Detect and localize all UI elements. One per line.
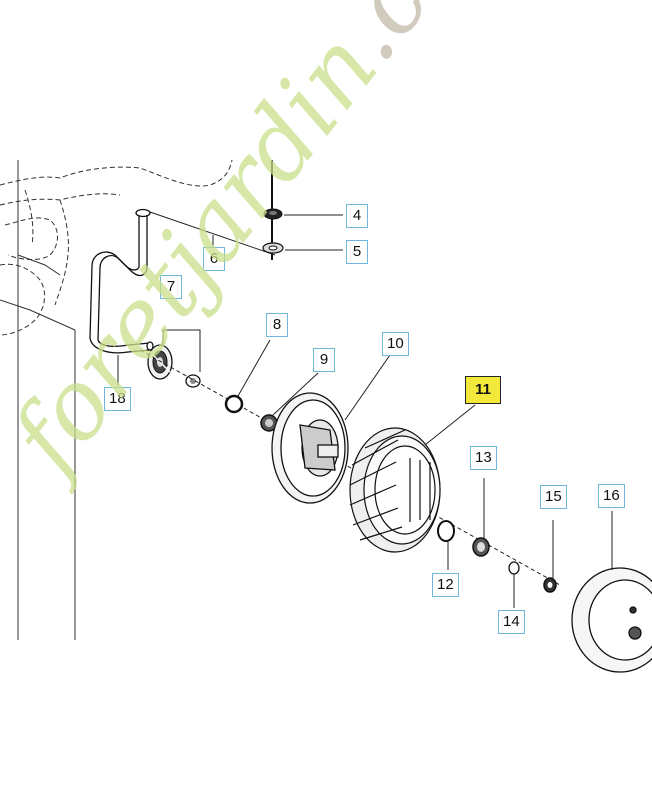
part-7-leader <box>162 329 201 372</box>
part-14-washer <box>508 561 520 575</box>
callout-part-12[interactable]: 12 <box>432 573 459 597</box>
callout-part-9[interactable]: 9 <box>313 348 335 372</box>
bushing <box>185 374 201 388</box>
part-15-clip <box>543 577 557 593</box>
callout-part-15[interactable]: 15 <box>540 485 567 509</box>
part-11-tire <box>349 427 441 553</box>
mower-body-outline <box>0 159 233 336</box>
callout-part-7[interactable]: 7 <box>160 275 182 299</box>
part-8-washer <box>224 394 244 414</box>
callout-part-18[interactable]: 18 <box>104 387 131 411</box>
callout-part-13[interactable]: 13 <box>470 446 497 470</box>
callout-part-8[interactable]: 8 <box>266 313 288 337</box>
callout-part-5[interactable]: 5 <box>346 240 368 264</box>
callout-part-10[interactable]: 10 <box>382 332 409 356</box>
part-18-bent-axle <box>89 208 154 354</box>
callout-part-4[interactable]: 4 <box>346 204 368 228</box>
part-13-bearing <box>472 537 490 557</box>
part-9-bearing <box>260 414 278 432</box>
part-12-ring <box>437 520 455 542</box>
part-10-hub-plate <box>271 392 349 504</box>
part-5-washer <box>262 242 284 254</box>
part-16-hubcap <box>571 567 652 673</box>
callout-part-11[interactable]: 11 <box>465 376 501 404</box>
callout-part-14[interactable]: 14 <box>498 610 525 634</box>
callout-part-6[interactable]: 6 <box>203 247 225 271</box>
mower-body-solid <box>0 160 76 640</box>
hub-disc <box>147 344 173 380</box>
callout-part-16[interactable]: 16 <box>598 484 625 508</box>
part-4-nut <box>263 208 283 220</box>
